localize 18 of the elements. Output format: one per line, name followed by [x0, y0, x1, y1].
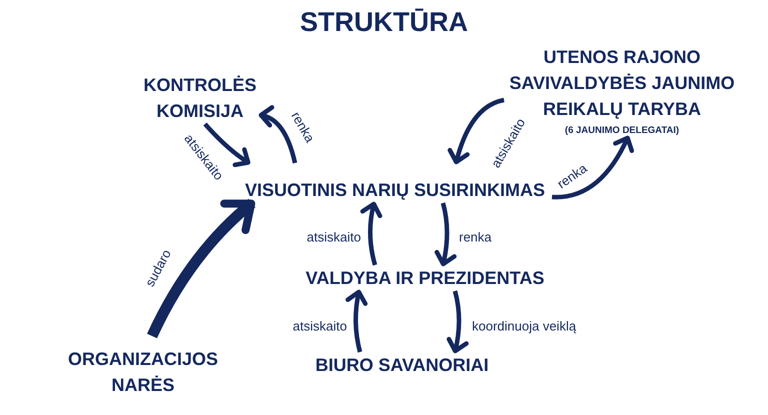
unit-name: BIURO SAVANORIAI — [314, 354, 490, 377]
arrow — [203, 122, 250, 167]
unit-name: ORGANIZACIJOS NARĖS — [66, 348, 219, 397]
unit-name: KONTROLĖS KOMISIJA — [142, 74, 258, 123]
arrow — [346, 290, 368, 353]
edge-label: koordinuoja veiklą — [471, 318, 578, 334]
arrow — [360, 202, 382, 266]
edge-label: atsiskaito — [292, 318, 348, 334]
arrow — [434, 202, 456, 266]
arrow — [552, 136, 634, 200]
arrow — [446, 290, 468, 354]
edge-label: renka — [458, 230, 493, 244]
unit-name: VISUOTINIS NARIŲ SUSIRINKIMAS — [244, 179, 546, 202]
title: STRUKTŪRA — [300, 6, 468, 38]
arrow — [448, 98, 505, 164]
unit-name: VALDYBA IR PREZIDENTAS — [304, 267, 546, 290]
edge-label: atsiskaito — [306, 230, 362, 244]
arrow — [258, 106, 298, 164]
